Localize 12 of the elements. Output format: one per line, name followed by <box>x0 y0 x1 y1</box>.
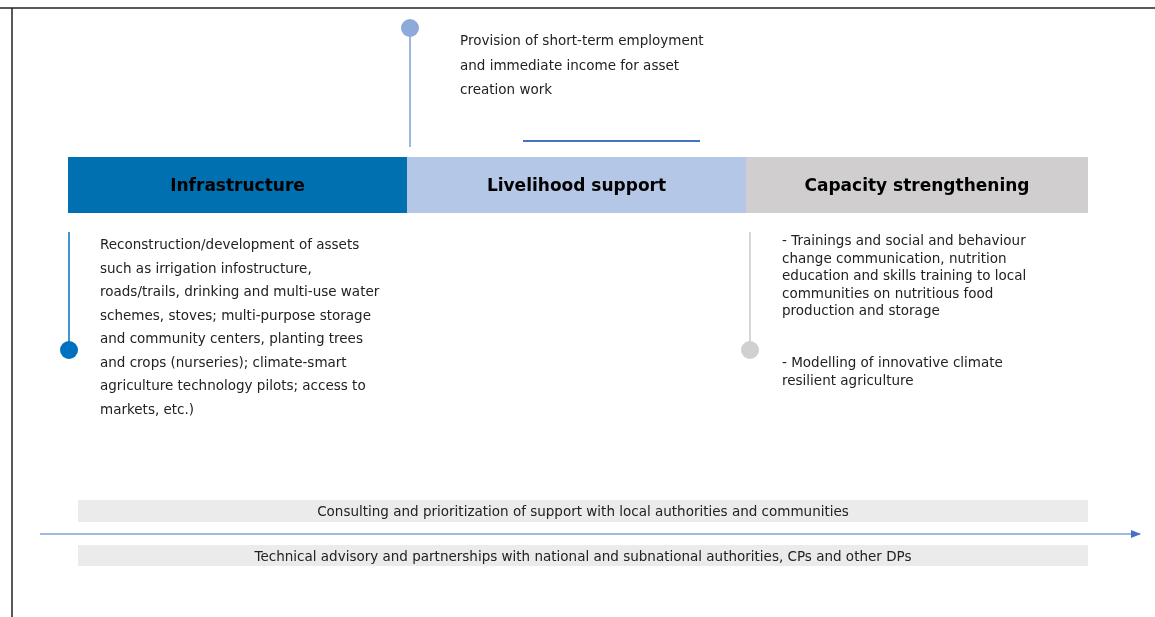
description-text: - Trainings and social and behaviour change communication, nutrition education and skills training to local communities on nutritious food production and storage <box>782 232 1028 320</box>
category-title: Livelihood support <box>486 175 667 195</box>
description-text: - Modelling of innovative climate resilient agriculture <box>782 354 1004 389</box>
category-band <box>746 157 1088 213</box>
category-band <box>68 157 407 213</box>
description-text: Reconstruction/development of assets such as irrigation infostructure, roads/trails, drinking and multi-use water schemes, stoves; multi-purpose storage and community centers, planting trees and crops (nurseries); climate-smart agriculture technology pilots; access to markets, etc.) <box>100 235 380 419</box>
category-band <box>407 157 746 213</box>
category-title: Capacity strengthening <box>804 175 1030 195</box>
description-text: Provision of short-term employment and immediate income for asset creation work <box>460 31 705 99</box>
activity-text: Consulting and prioritization of support with local authorities and communities <box>317 503 849 519</box>
activity-text: Technical advisory and partnerships with national and subnational authorities, CPs and other DPs <box>254 547 912 564</box>
category-title: Infrastructure <box>170 175 305 195</box>
